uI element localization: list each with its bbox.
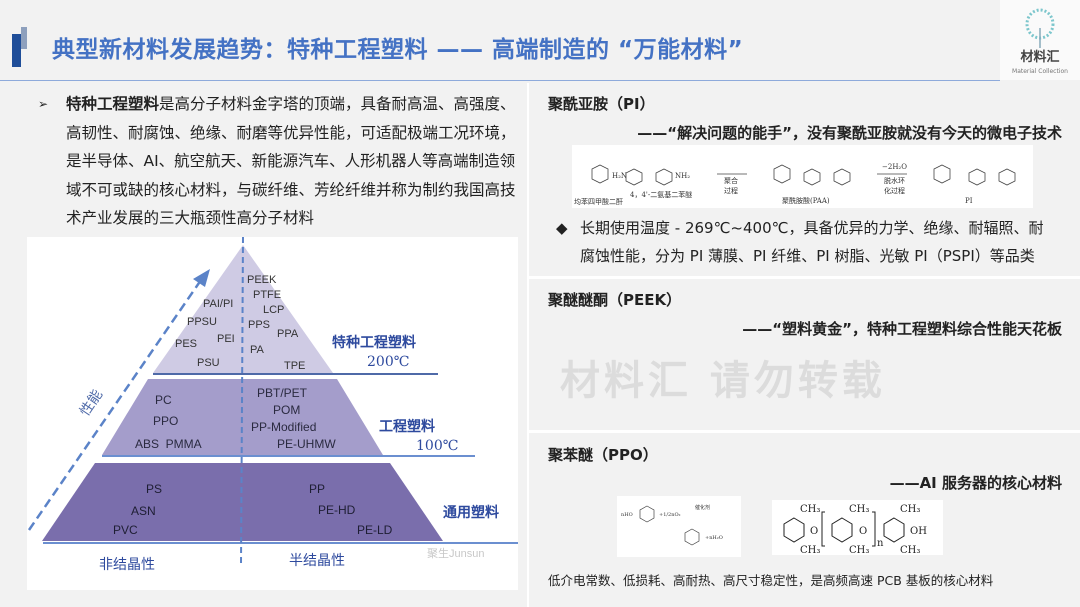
chem-label: O xyxy=(859,526,867,537)
tier-name: 通用塑料 xyxy=(443,504,499,521)
material-label: PE-UHMW xyxy=(277,437,336,451)
chem-label: −2H₂O xyxy=(882,163,907,171)
chem-label: CH₃ xyxy=(800,504,820,515)
logo-name: 材料汇 xyxy=(1020,50,1060,65)
chem-label: PI xyxy=(965,197,973,205)
material-label: PC xyxy=(155,393,172,407)
chem-label: 过程 xyxy=(724,186,738,195)
material-label: LCP xyxy=(263,304,284,316)
logo-subtitle: Material Collection xyxy=(1012,68,1068,75)
intro-bold-term: 特种工程塑料 xyxy=(66,95,160,113)
tier-temp: 100℃ xyxy=(416,438,458,454)
arrow-bullet-icon: ➢ xyxy=(38,97,49,111)
chem-label: n xyxy=(877,538,884,549)
ppo-subtitle: ——AI 服务器的核心材料 xyxy=(889,474,1062,492)
material-label: ASN xyxy=(131,504,156,518)
chem-label: OH xyxy=(910,526,927,537)
arrow-head-icon xyxy=(193,269,210,287)
material-label: PTFE xyxy=(253,289,281,301)
tier-name: 特种工程塑料 xyxy=(332,334,416,351)
peek-title: 聚醚醚酮（PEEK） xyxy=(548,291,682,309)
pi-subtitle: ——“解决问题的能手”，没有聚酰亚胺就没有今天的微电子技术 xyxy=(637,124,1062,142)
pyramid-tier-general xyxy=(42,463,443,541)
chem-label: +nH₂O xyxy=(705,535,723,541)
chem-label: CH₃ xyxy=(900,504,920,515)
material-label: PP xyxy=(309,482,325,496)
chem-label: 均苯四甲酸二酐 xyxy=(574,197,623,206)
chem-label: 4，4'-二氨基二苯醚 xyxy=(630,190,692,199)
chem-label: NH₂ xyxy=(675,172,690,180)
chem-label: 催化剂 xyxy=(695,504,710,511)
ppo-reaction-diagram: nHO +1/2nO₂ 催化剂 +nH₂O xyxy=(617,496,741,557)
ppo-description: 低介电常数、低损耗、高耐热、高尺寸稳定性，是高频高速 PCB 基板的核心材料 xyxy=(548,573,994,588)
ppo-structure-diagram: CH₃ CH₃ CH₃ CH₃ CH₃ CH₃ O O OH n xyxy=(772,500,943,556)
panel-divider xyxy=(527,276,1080,279)
bottom-label-right: 半结晶性 xyxy=(289,553,345,569)
pi-title: 聚酰亚胺（PI） xyxy=(548,95,655,113)
ppo-title: 聚苯醚（PPO） xyxy=(548,446,658,464)
pi-desc-line2: 腐蚀性能，分为 PI 薄膜、PI 纤维、PI 树脂、光敏 PI（PSPI）等品类 xyxy=(580,247,1035,265)
chem-label: 聚合 xyxy=(724,176,738,185)
chem-label: +1/2nO₂ xyxy=(659,512,681,518)
material-label: PES xyxy=(175,338,197,350)
tier-name: 工程塑料 xyxy=(379,418,435,435)
tree-logo-icon xyxy=(1025,8,1055,48)
material-label: TPE xyxy=(284,360,305,372)
logo: 材料汇 Material Collection xyxy=(1000,0,1080,80)
material-label: POM xyxy=(273,403,300,417)
material-label: PSU xyxy=(197,357,220,369)
material-label: PPSU xyxy=(187,316,217,328)
image-watermark: 聚生Junsun xyxy=(427,546,484,560)
material-label: PE-LD xyxy=(357,523,393,537)
chem-label: H₂N xyxy=(612,172,627,180)
chem-label: 聚酰胺酸(PAA) xyxy=(782,196,830,205)
pi-description: ◆ 长期使用温度 - 269℃~400℃，具备优异的力学、绝缘、耐辐照、耐 腐蚀性… xyxy=(556,214,1043,270)
material-label: ABS PMMA xyxy=(135,437,202,451)
bottom-label-left: 非结晶性 xyxy=(99,557,155,573)
pi-synthesis-diagram: H₂N NH₂ 均苯四甲酸二酐 4，4'-二氨基二苯醚 聚合 过程 聚酰胺酸(P… xyxy=(572,145,1033,208)
material-label: PE-HD xyxy=(318,503,356,517)
watermark: 材料汇 请勿转载 xyxy=(560,358,886,404)
intro-paragraph: ➢ 特种工程塑料是高分子材料金字塔的顶端，具备耐高温、高强度、高韧性、耐腐蚀、绝… xyxy=(38,90,518,233)
material-label: PBT/PET xyxy=(257,386,308,400)
material-label: PPO xyxy=(153,414,178,428)
chem-label: CH₃ xyxy=(900,545,920,555)
pyramid-tier-engineering xyxy=(102,379,383,455)
chem-label: CH₃ xyxy=(800,545,820,555)
material-label: PA xyxy=(250,344,265,356)
title-accent-bar xyxy=(12,34,21,67)
material-label: PEEK xyxy=(247,274,277,286)
chem-label: 化过程 xyxy=(884,186,905,195)
material-label: PP-Modified xyxy=(251,420,316,434)
chem-label: CH₃ xyxy=(849,504,869,515)
axis-label: 性能 xyxy=(76,387,105,419)
material-label: PEI xyxy=(217,333,235,345)
plastics-pyramid: 性能 PEEK PAI/PI PTFE PPSU LCP PEI PPS PES… xyxy=(27,236,518,590)
material-label: PPA xyxy=(277,328,299,340)
material-label: PPS xyxy=(248,319,270,331)
panel-divider xyxy=(527,83,529,607)
tier-temp: 200℃ xyxy=(367,354,409,370)
material-label: PS xyxy=(146,482,162,496)
performance-arrow xyxy=(27,279,203,531)
material-label: PAI/PI xyxy=(203,298,233,310)
chem-label: O xyxy=(810,526,818,537)
chem-label: CH₃ xyxy=(849,545,869,555)
intro-text: 是高分子材料金字塔的顶端，具备耐高温、高强度、高韧性、耐腐蚀、绝缘、耐磨等优异性… xyxy=(66,95,516,227)
page-title: 典型新材料发展趋势：特种工程塑料 —— 高端制造的 “万能材料” xyxy=(52,37,744,63)
peek-subtitle: ——“塑料黄金”，特种工程塑料综合性能天花板 xyxy=(742,320,1062,338)
diamond-bullet-icon: ◆ xyxy=(556,219,568,237)
header-divider xyxy=(0,80,1000,81)
chem-label: nHO xyxy=(621,512,633,518)
divider-dashed-line xyxy=(240,236,244,566)
title-accent-bar-light xyxy=(21,27,27,49)
material-label: PVC xyxy=(113,523,138,537)
pi-desc-line1: 长期使用温度 - 269℃~400℃，具备优异的力学、绝缘、耐辐照、耐 xyxy=(580,219,1044,237)
chem-label: 脱水环 xyxy=(884,176,905,185)
panel-divider xyxy=(527,430,1080,433)
